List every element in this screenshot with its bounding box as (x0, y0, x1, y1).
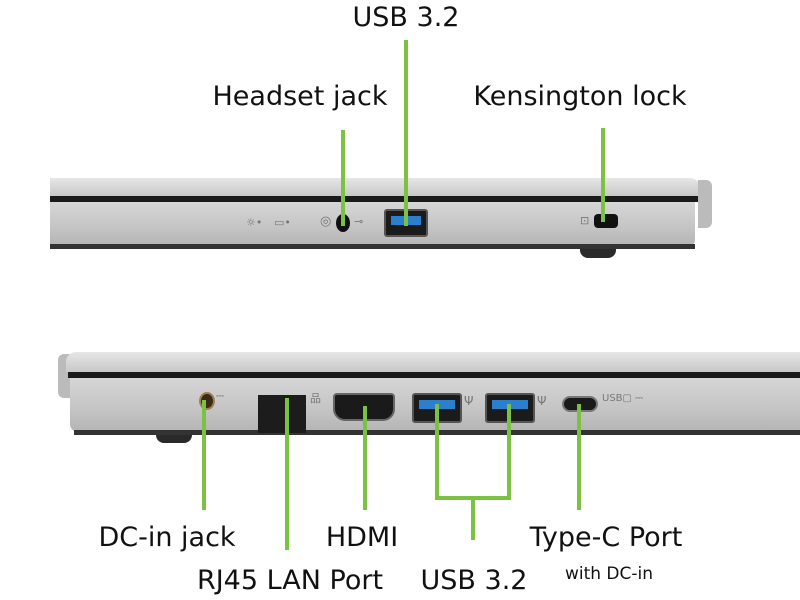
laptop-left-side: ⎓ 品 Ψ Ψ USB▢ ⎓ (56, 350, 800, 445)
headset-icon: ◎ (320, 214, 332, 229)
usb-symbol-icon: Ψ (537, 394, 547, 408)
callout-line-hdmi (363, 406, 367, 510)
callout-line-usb-a (435, 404, 439, 500)
label-rj45-lan-port: RJ45 LAN Port (196, 565, 384, 596)
callout-line-usb-b (507, 404, 511, 500)
callout-line-usb-top (404, 40, 408, 226)
callout-line-kensington (601, 128, 605, 222)
dc-symbol-icon: ⎓ (216, 391, 224, 402)
rj45-port (258, 395, 306, 433)
label-dc-in-jack: DC-in jack (98, 522, 236, 553)
laptop-right-side: ☼• ▭• ◎ ⊸ ⊡ (50, 178, 712, 262)
label-usb-top: USB 3.2 (352, 2, 460, 33)
callout-line-headset (341, 130, 345, 226)
label-kensington-lock: Kensington lock (473, 81, 687, 112)
usb-symbol-icon: ⊸ (354, 215, 364, 228)
usb-display-icon: USB▢ ⎓ (602, 393, 644, 404)
label-type-c-port: Type-C Port (529, 522, 683, 553)
label-hdmi: HDMI (325, 522, 399, 553)
battery-led-icon: ▭• (274, 216, 291, 229)
label-type-c-note: with DC-in (564, 564, 654, 584)
label-usb-bottom: USB 3.2 (420, 565, 528, 596)
usb-symbol-icon: Ψ (464, 394, 474, 408)
network-icon: 品 (310, 392, 321, 405)
callout-line-type-c (577, 404, 581, 510)
callout-line-rj45 (285, 398, 289, 550)
callout-line-usb-stem (471, 496, 475, 540)
callout-line-dc-in (202, 400, 206, 510)
kensington-slot (594, 214, 618, 228)
power-led-icon: ☼• (246, 216, 263, 229)
label-headset-jack: Headset jack (212, 81, 388, 112)
lock-icon: ⊡ (580, 214, 590, 227)
